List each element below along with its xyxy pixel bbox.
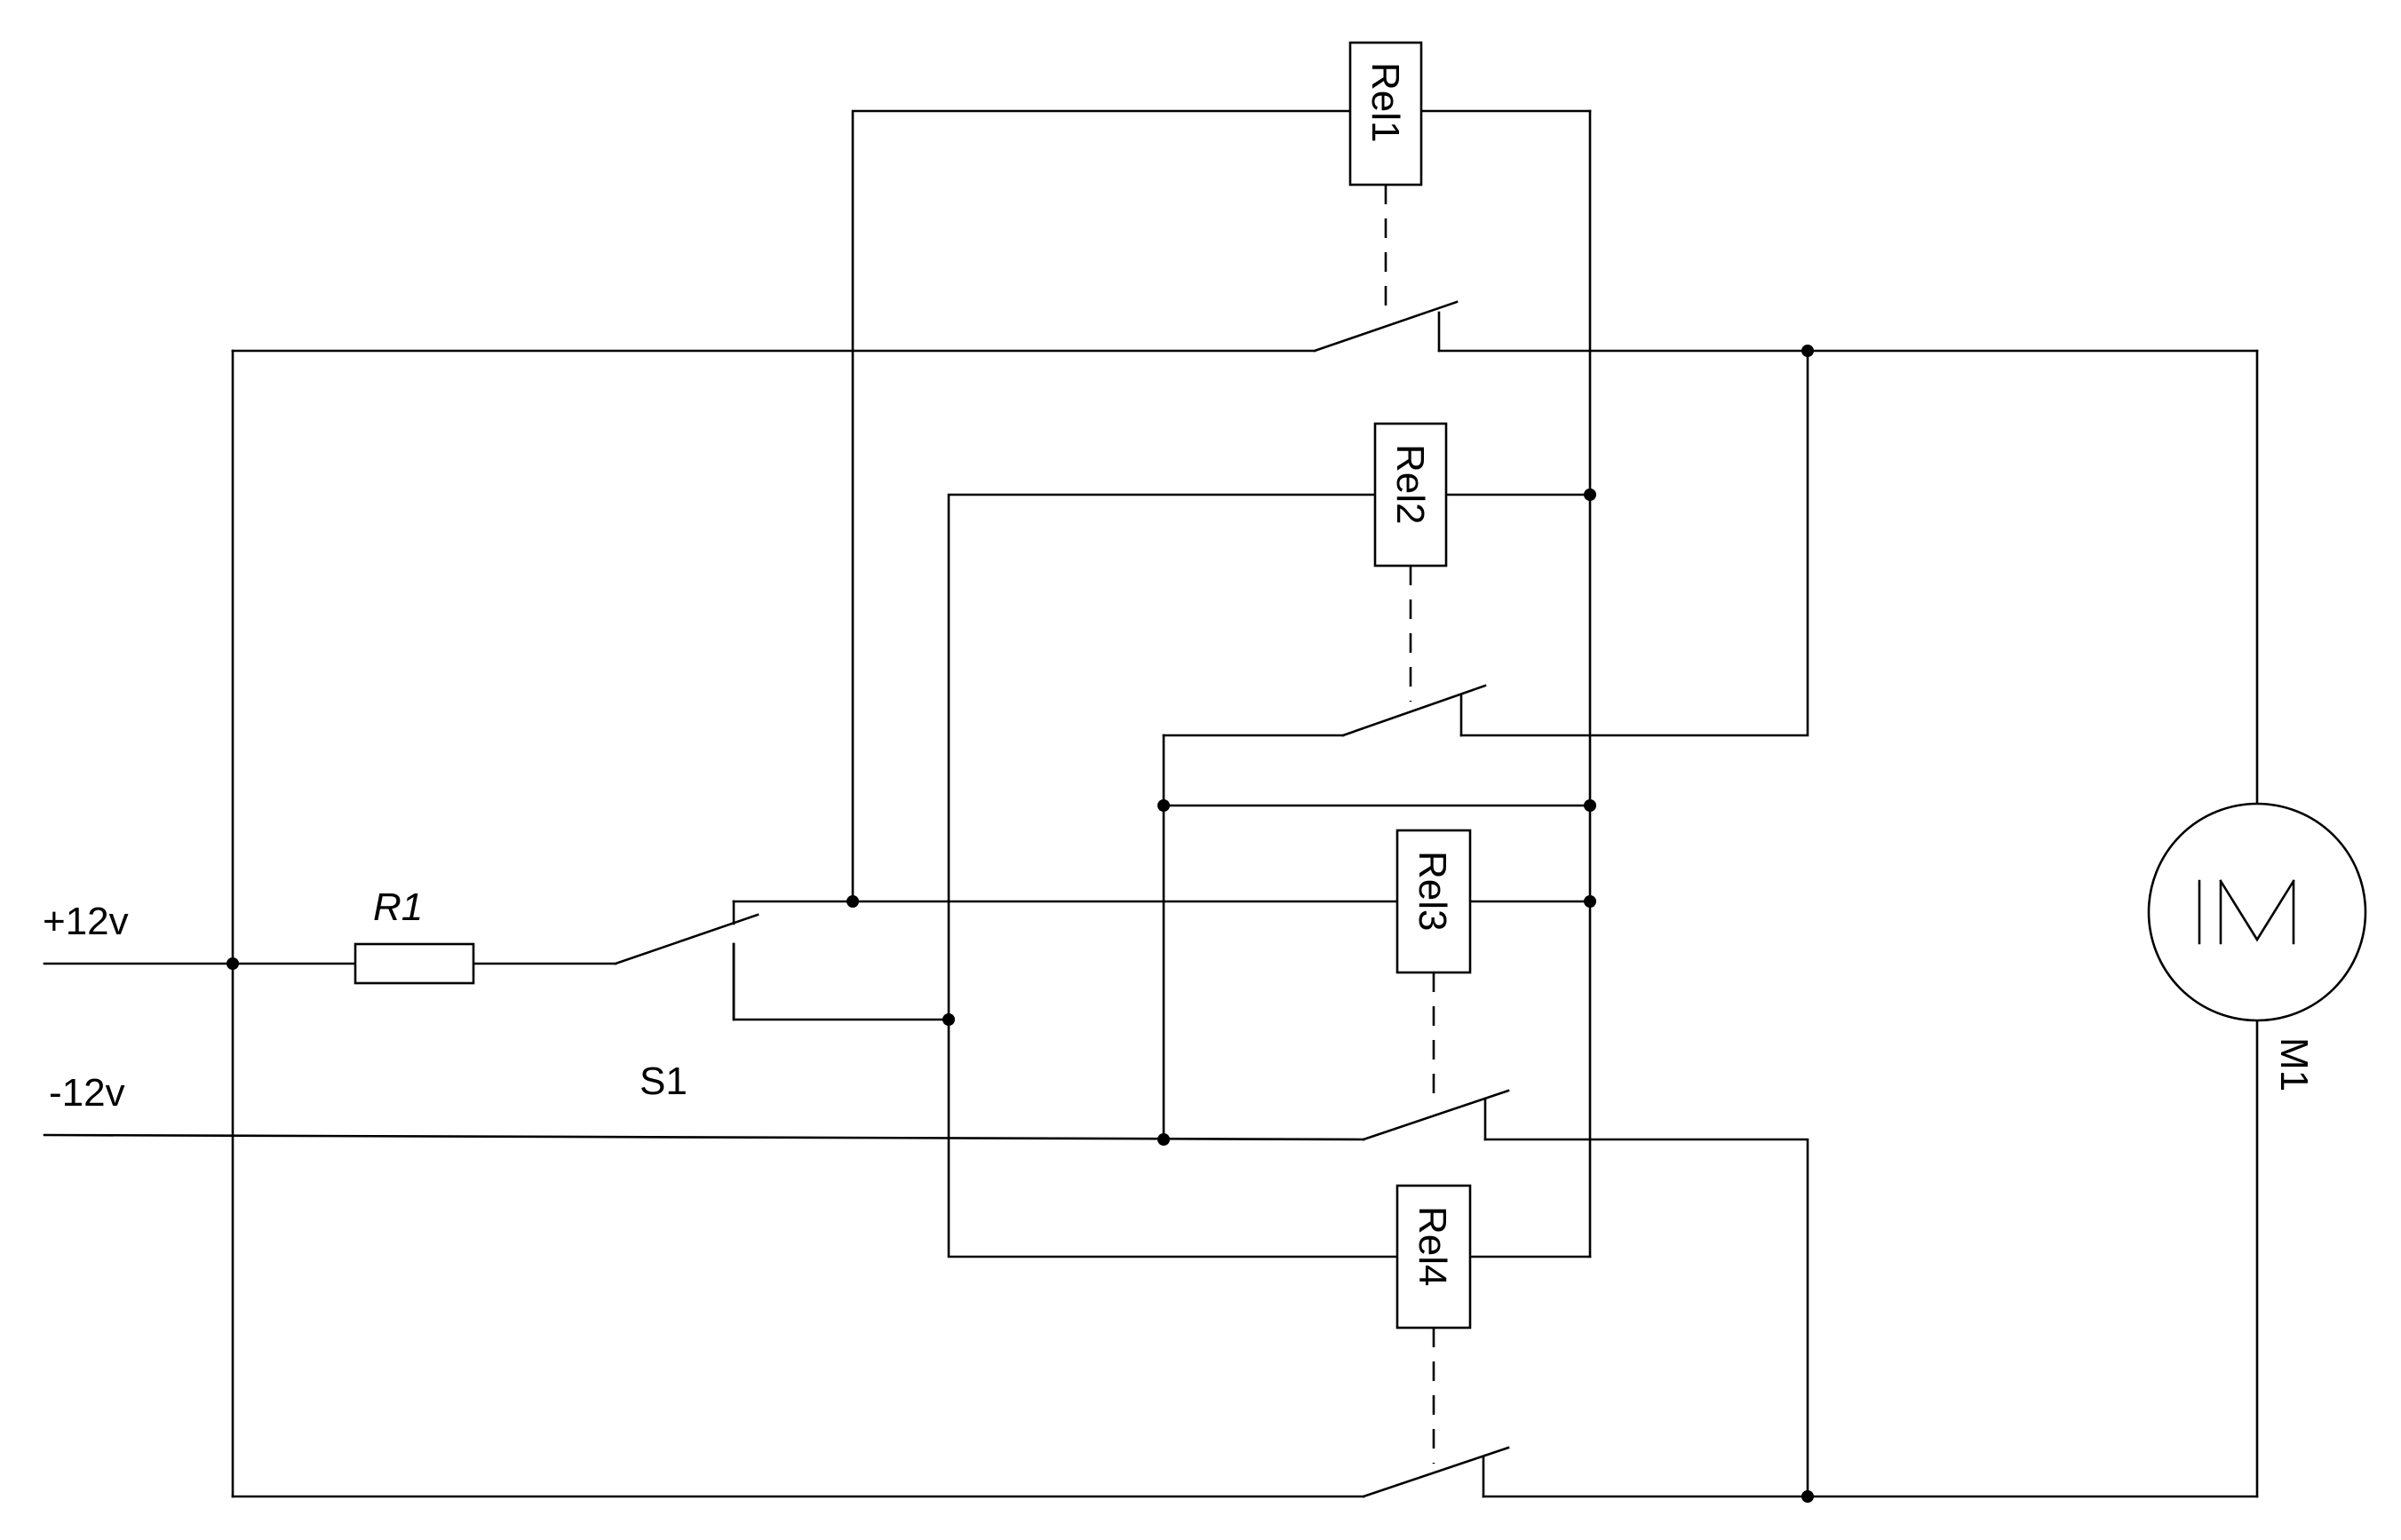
relay-rel2-switch-blade bbox=[1341, 684, 1487, 737]
relay-rel3-label: Rel3 bbox=[1411, 851, 1454, 932]
switch-s1-blade bbox=[614, 913, 759, 965]
wire-s1-contact bbox=[732, 942, 950, 1021]
terminal-plus12v-label: +12v bbox=[43, 900, 129, 943]
relay-rel2-label: Rel2 bbox=[1388, 444, 1432, 525]
switch-s1-label: S1 bbox=[640, 1060, 688, 1103]
wire-rel1-left bbox=[851, 109, 1352, 903]
motor-m1-body bbox=[2147, 802, 2367, 1022]
junction-dot bbox=[227, 957, 239, 970]
relay-rel4-switch-blade bbox=[1362, 1446, 1510, 1498]
relay-rel1-label: Rel1 bbox=[1363, 62, 1407, 143]
relay-rel3-switch-blade bbox=[1362, 1089, 1510, 1141]
motor-m1-symbol bbox=[2198, 879, 2295, 945]
relay-rel1-switch-blade bbox=[1313, 300, 1459, 353]
junction-dot bbox=[1584, 799, 1596, 812]
junction-dot bbox=[1801, 1490, 1814, 1503]
motor-m1: M1 bbox=[2147, 802, 2367, 1091]
junction-dot bbox=[1584, 895, 1596, 908]
relay-rel3-coil bbox=[1395, 829, 1472, 974]
wire-rel3-switch-out bbox=[1483, 1138, 1809, 1498]
motor-m1-label: M1 bbox=[2272, 1037, 2316, 1091]
wire-minus12v-line bbox=[43, 1133, 1365, 1141]
resistor-r1: R1 bbox=[354, 885, 475, 985]
wire-rel2-switch-out bbox=[1459, 349, 1809, 737]
wires bbox=[43, 109, 2259, 1498]
junction-dot bbox=[1801, 345, 1814, 357]
relay-rel3: Rel3 bbox=[1362, 829, 1510, 1141]
junction-dot bbox=[942, 1013, 955, 1026]
terminal-minus12v-label: -12v bbox=[49, 1071, 125, 1115]
relay-rel4: Rel4 bbox=[1362, 1184, 1510, 1498]
resistor-r1-label: R1 bbox=[373, 885, 423, 929]
switch-s1: S1 bbox=[614, 900, 759, 1103]
resistor-r1-body bbox=[354, 942, 475, 985]
relay-rel2-coil bbox=[1373, 422, 1448, 568]
wire-rel2-left bbox=[947, 493, 1377, 1021]
junction-dot bbox=[1157, 799, 1170, 812]
wire-rel4-left bbox=[947, 1018, 1399, 1258]
relay-rel2: Rel2 bbox=[1341, 422, 1487, 737]
junction-dot bbox=[1157, 1133, 1170, 1146]
relay-rel1: Rel1 bbox=[1313, 41, 1459, 353]
relay-rel4-label: Rel4 bbox=[1411, 1206, 1454, 1287]
terminals: +12v -12v bbox=[43, 900, 129, 1115]
junction-dot bbox=[1584, 488, 1596, 501]
relay-rel1-coil bbox=[1348, 41, 1423, 187]
junction-dot bbox=[847, 895, 859, 908]
junctions bbox=[227, 345, 1814, 1503]
